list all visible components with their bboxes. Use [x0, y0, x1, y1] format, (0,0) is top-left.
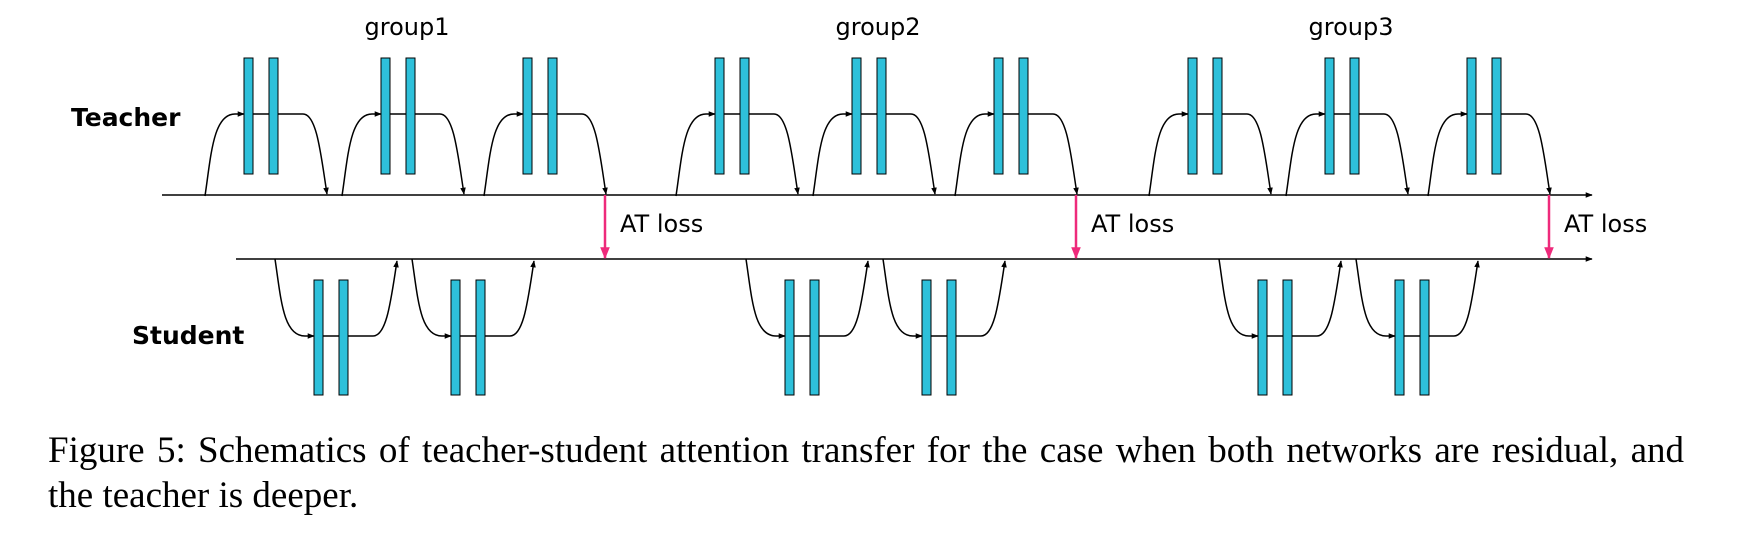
- group-label: group1: [365, 13, 450, 41]
- conv-layer-bar: [268, 57, 279, 175]
- conv-layer-bar: [1257, 279, 1268, 396]
- student-residual-block: [882, 258, 1007, 396]
- student-residual-block: [411, 258, 536, 396]
- student-blocks: [274, 258, 1480, 396]
- conv-layer-bar: [338, 279, 349, 396]
- conv-layer-bar: [547, 57, 558, 175]
- conv-layer-bar: [380, 57, 391, 175]
- conv-layer-bar: [714, 57, 725, 175]
- conv-layer-bar: [243, 57, 254, 175]
- conv-layer-bar: [1187, 57, 1198, 175]
- conv-layer-bar: [405, 57, 416, 175]
- conv-layer-bar: [876, 57, 887, 175]
- conv-layer-bar: [1212, 57, 1223, 175]
- conv-layer-bar: [313, 279, 324, 396]
- conv-layer-bar: [739, 57, 750, 175]
- conv-layer-bar: [809, 279, 820, 396]
- conv-layer-bar: [993, 57, 1004, 175]
- conv-layer-bar: [946, 279, 957, 396]
- teacher-residual-block: [341, 57, 466, 197]
- at-loss-arrow: AT loss: [600, 195, 703, 260]
- conv-layer-bar: [1324, 57, 1335, 175]
- student-residual-block: [274, 258, 399, 396]
- group-label: group2: [836, 13, 921, 41]
- at-loss-label: AT loss: [620, 210, 703, 238]
- conv-layer-bar: [1394, 279, 1405, 396]
- at-loss-label: AT loss: [1091, 210, 1174, 238]
- conv-layer-bar: [522, 57, 533, 175]
- teacher-residual-block: [1148, 57, 1273, 197]
- teacher-residual-block: [954, 57, 1079, 197]
- group-label: group3: [1309, 13, 1394, 41]
- conv-layer-bar: [1282, 279, 1293, 396]
- student-residual-block: [1218, 258, 1343, 396]
- teacher-blocks: [204, 57, 1552, 197]
- teacher-label: Teacher: [71, 103, 181, 132]
- conv-layer-bar: [784, 279, 795, 396]
- conv-layer-bar: [1466, 57, 1477, 175]
- at-loss-arrow: AT loss: [1071, 195, 1174, 260]
- teacher-residual-block: [1285, 57, 1410, 197]
- at-loss-label: AT loss: [1564, 210, 1647, 238]
- conv-layer-bar: [851, 57, 862, 175]
- conv-layer-bar: [921, 279, 932, 396]
- student-label: Student: [132, 321, 244, 350]
- figure-caption: Figure 5: Schematics of teacher-student …: [48, 430, 1684, 516]
- teacher-residual-block: [812, 57, 937, 197]
- teacher-residual-block: [1427, 57, 1552, 197]
- attention-transfer-diagram: Teacher Student group1 group2 group3 AT lo…: [71, 13, 1647, 396]
- group-labels: group1 group2 group3: [365, 13, 1394, 41]
- conv-layer-bar: [1349, 57, 1360, 175]
- teacher-residual-block: [675, 57, 800, 197]
- conv-layer-bar: [1491, 57, 1502, 175]
- student-residual-block: [1355, 258, 1480, 396]
- conv-layer-bar: [450, 279, 461, 396]
- conv-layer-bar: [475, 279, 486, 396]
- student-residual-block: [745, 258, 870, 396]
- teacher-residual-block: [204, 57, 329, 197]
- loss-arrows: AT loss AT loss AT loss: [600, 195, 1647, 260]
- conv-layer-bar: [1419, 279, 1430, 396]
- at-loss-arrow: AT loss: [1544, 195, 1647, 260]
- teacher-residual-block: [483, 57, 608, 197]
- conv-layer-bar: [1018, 57, 1029, 175]
